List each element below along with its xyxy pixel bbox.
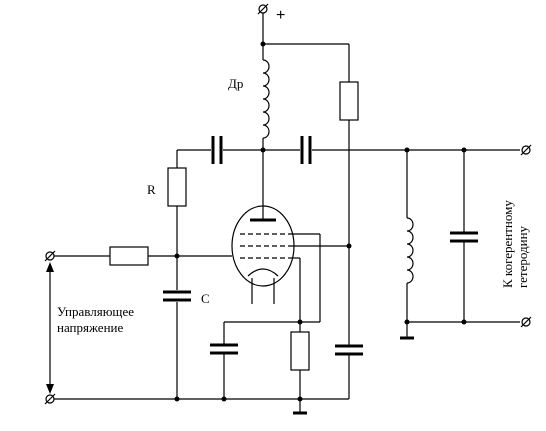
resistor-r xyxy=(167,150,187,290)
resistor-r-label: R xyxy=(147,182,156,197)
control-voltage-arrow xyxy=(46,262,54,394)
output-label-line1: К когерентному xyxy=(500,200,515,288)
cathode-bypass-capacitor xyxy=(210,343,238,399)
vacuum-tube xyxy=(231,150,295,304)
coupling-capacitor-right xyxy=(300,136,312,164)
junction-grid xyxy=(174,253,180,259)
capacitor-c xyxy=(163,290,191,399)
choke-label: Др xyxy=(228,76,243,91)
plus-label: + xyxy=(276,7,285,24)
cathode-resistor xyxy=(290,331,310,413)
output-terminal-bottom xyxy=(520,316,532,328)
capacitor-c-label: C xyxy=(201,291,210,306)
coupling-capacitor-left xyxy=(211,136,223,164)
supply-bypass-capacitor xyxy=(335,344,363,399)
input-resistor xyxy=(109,246,149,266)
output-label-line2: гетеродину xyxy=(515,225,530,288)
choke-inductor xyxy=(262,44,270,150)
control-voltage-label-line2: напряжение xyxy=(57,320,123,335)
tank-inductor xyxy=(406,150,414,322)
input-terminal-top xyxy=(44,250,56,262)
control-voltage-label-line1: Управляющее xyxy=(57,304,134,319)
supply-terminal xyxy=(257,3,269,44)
output-terminal-top xyxy=(520,144,532,156)
tank-capacitor xyxy=(450,150,478,322)
plate-load-resistor xyxy=(339,44,359,345)
input-terminal-bottom xyxy=(44,393,56,405)
